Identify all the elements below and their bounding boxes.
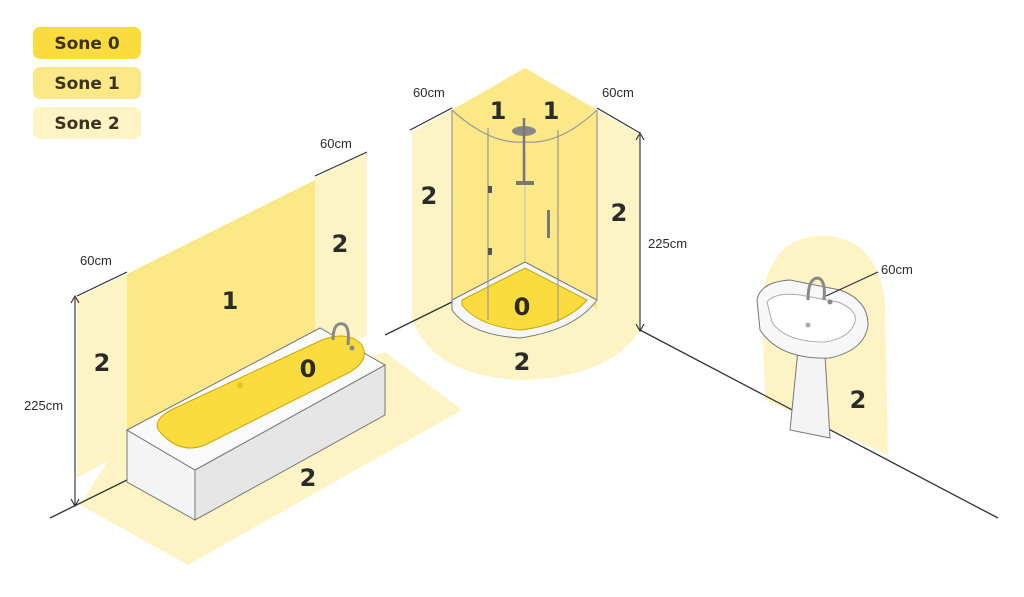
zone-1-areas <box>127 68 597 450</box>
bathtub-zone-1-label: 1 <box>222 287 239 315</box>
sink-dim-depth-label: 60cm <box>881 262 913 277</box>
bathtub-faucet <box>331 322 350 346</box>
legend-swatch-sone-1 <box>33 67 141 99</box>
shower-zone-1-right-label: 1 <box>543 97 560 125</box>
bathtub-zone-2-right-label: 2 <box>332 230 349 258</box>
shower-zone-0-label: 0 <box>514 293 531 321</box>
shower-zone-2-left-label: 2 <box>421 182 438 210</box>
legend-swatch-sone-0 <box>33 27 141 59</box>
shower <box>451 109 598 339</box>
shower-zone-0 <box>461 267 588 331</box>
bathtub-zone-2-floor-label: 2 <box>300 464 317 492</box>
legend-swatch-sone-2 <box>33 107 141 139</box>
legend-label-sone-0: Sone 0 <box>54 34 119 54</box>
shower-dim-height-label: 225cm <box>648 236 687 251</box>
bathtub <box>125 322 387 521</box>
bathtub-zone-2-left-label: 2 <box>94 349 111 377</box>
shower-zone-2-right-label: 2 <box>611 199 628 227</box>
bathtub-zone-0 <box>156 335 365 449</box>
shower-zone-2-floor-label: 2 <box>514 348 531 376</box>
zone-numbers: 1 2 2 0 2 1 1 2 2 0 2 2 <box>94 97 867 492</box>
legend-label-sone-1: Sone 1 <box>54 74 119 94</box>
bathtub-dim-height-label: 225cm <box>24 398 63 413</box>
sink <box>756 276 869 439</box>
legend: Sone 0 Sone 1 Sone 2 <box>33 27 141 139</box>
sink-faucet <box>806 276 826 301</box>
bathtub-dim-side-label: 60cm <box>80 253 112 268</box>
shower-zone-1-left-label: 1 <box>490 97 507 125</box>
dimension-labels: 60cm 60cm 225cm 60cm 60cm 225cm 60cm <box>24 85 913 413</box>
bathtub-dim-width-label: 60cm <box>320 136 352 151</box>
shower-dim-left-label: 60cm <box>413 85 445 100</box>
shower-dim-right-label: 60cm <box>602 85 634 100</box>
legend-label-sone-2: Sone 2 <box>54 114 119 134</box>
sink-zone-2-label: 2 <box>850 386 867 414</box>
dimension-lines <box>70 107 879 508</box>
bathtub-zone-0-label: 0 <box>300 355 317 383</box>
